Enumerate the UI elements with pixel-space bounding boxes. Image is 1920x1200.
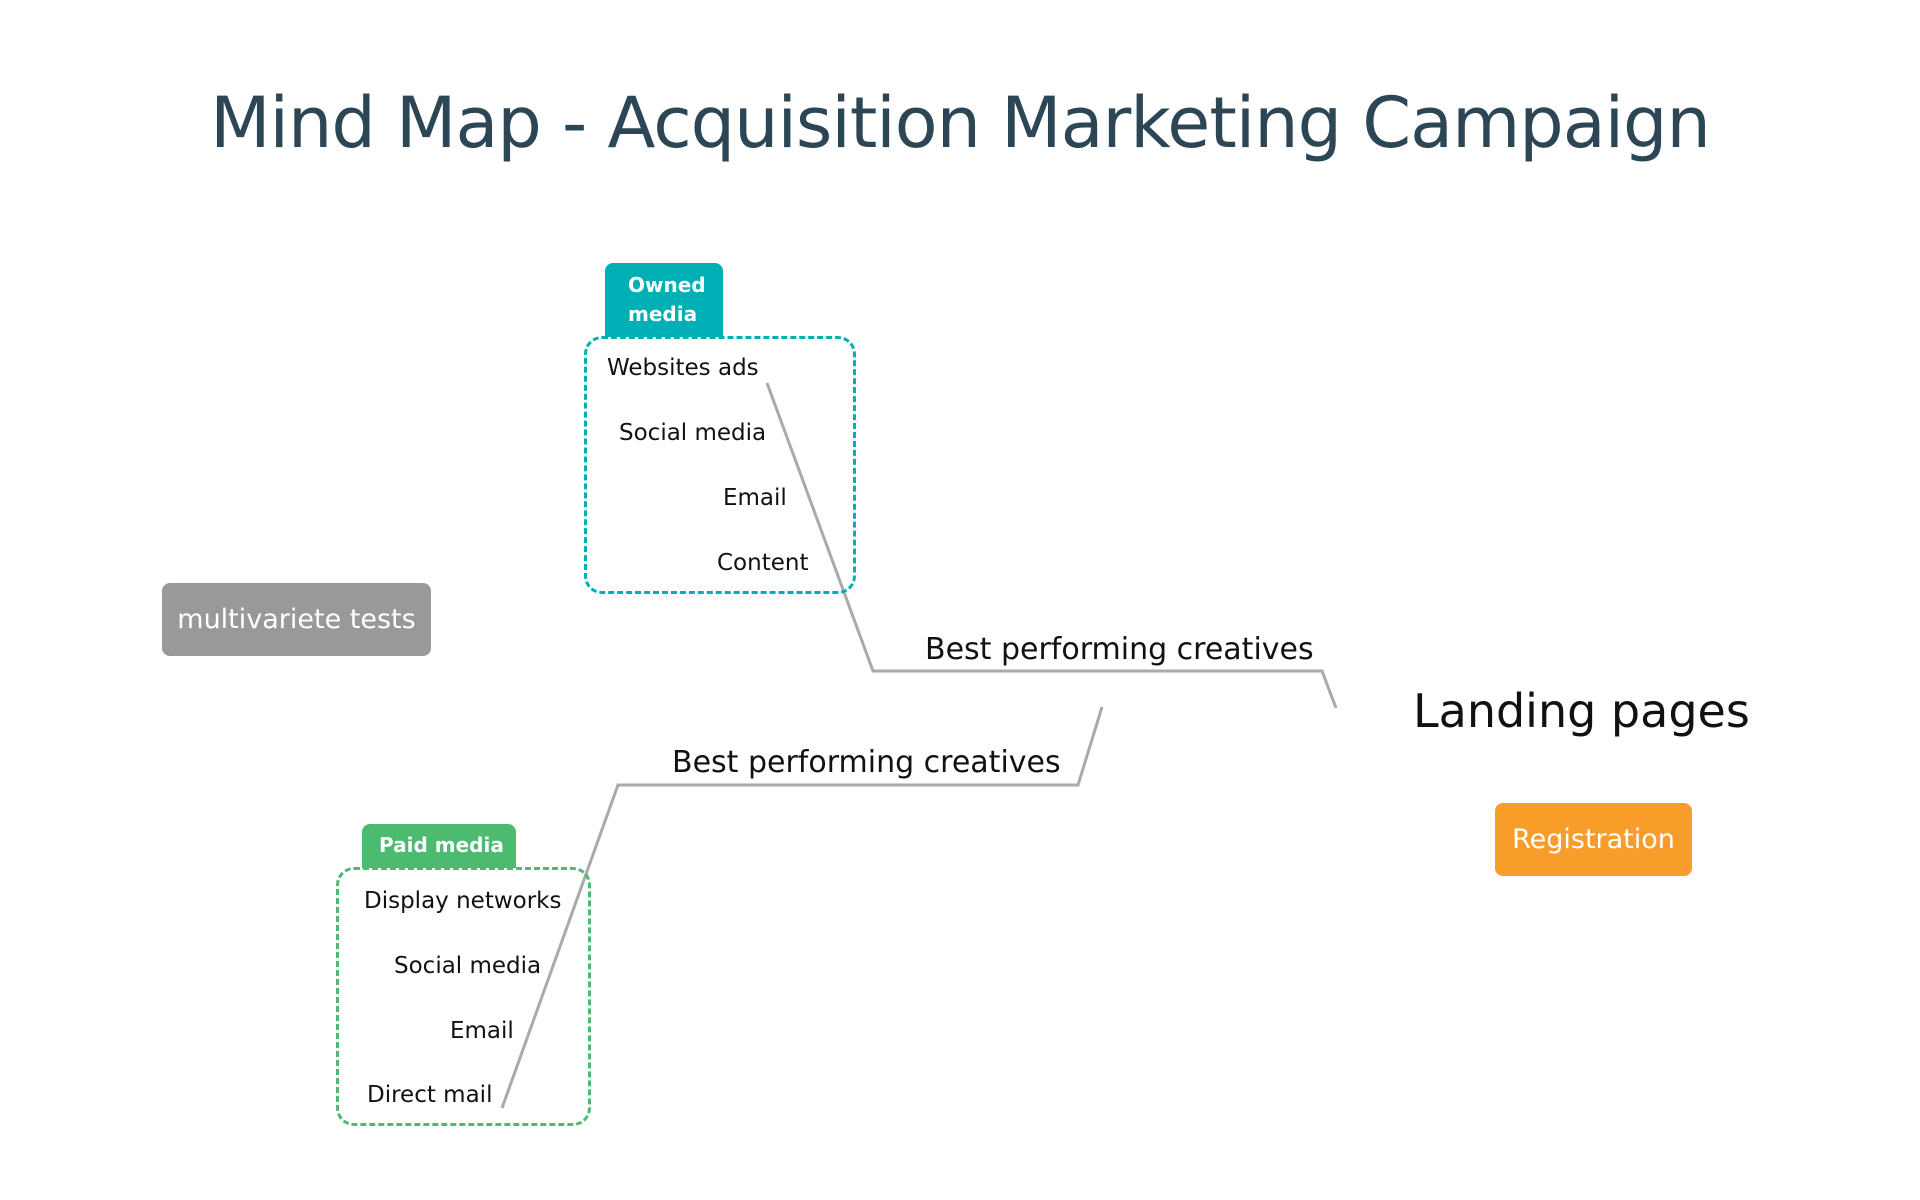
connector-paid-media xyxy=(500,706,1104,1109)
registration-label: Registration xyxy=(1512,824,1675,855)
paid-item-email[interactable]: Email xyxy=(450,1018,514,1044)
branch-label-paid[interactable]: Best performing creatives xyxy=(672,745,1061,780)
owned-item-social-media[interactable]: Social media xyxy=(619,420,767,446)
owned-media-tag[interactable]: Owned media xyxy=(605,263,723,337)
paid-item-social-media[interactable]: Social media xyxy=(394,953,542,979)
registration-topic[interactable]: Registration xyxy=(1495,803,1692,876)
paid-item-display-networks[interactable]: Display networks xyxy=(364,888,562,914)
page-title: Mind Map - Acquisition Marketing Campaig… xyxy=(210,82,1711,164)
paid-media-group[interactable] xyxy=(336,867,591,1126)
paid-media-tag[interactable]: Paid media xyxy=(362,824,516,868)
owned-item-email[interactable]: Email xyxy=(723,485,787,511)
multivariate-tests-topic[interactable]: multivariete tests xyxy=(162,583,431,656)
owned-media-tag-label: Owned media xyxy=(628,273,706,326)
owned-media-group[interactable] xyxy=(584,336,856,594)
paid-media-tag-label: Paid media xyxy=(379,833,504,857)
paid-item-direct-mail[interactable]: Direct mail xyxy=(367,1082,493,1108)
owned-item-content[interactable]: Content xyxy=(717,550,809,576)
connector-owned-media xyxy=(765,382,1338,709)
branch-label-owned[interactable]: Best performing creatives xyxy=(925,632,1314,667)
owned-item-websites-ads[interactable]: Websites ads xyxy=(607,355,759,381)
central-topic[interactable]: Landing pages xyxy=(1413,684,1750,738)
multivariate-tests-label: multivariete tests xyxy=(177,604,416,635)
